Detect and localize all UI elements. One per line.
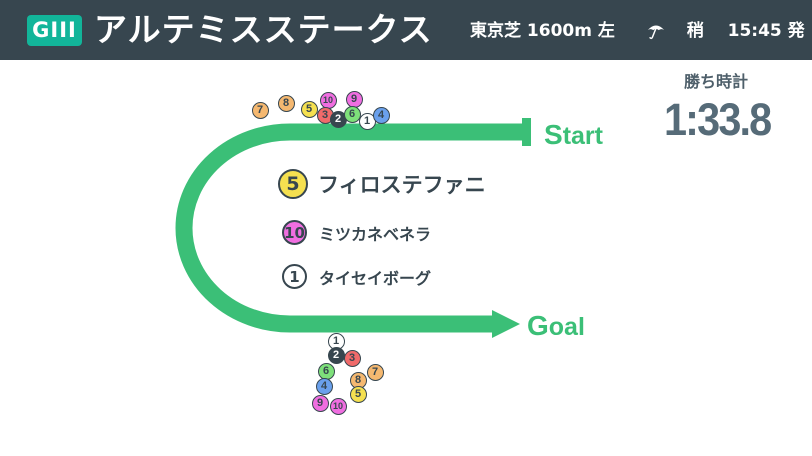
horse-marker: 7 — [251, 101, 269, 119]
horse-name: タイセイボーグ — [319, 268, 432, 288]
horse-marker: 4 — [372, 106, 390, 124]
horse-name: ミツカネベネラ — [319, 224, 432, 244]
race-title: アルテミスステークス — [94, 10, 433, 49]
result-third: 1 タイセイボーグ — [282, 264, 431, 289]
goal-arrow — [492, 310, 520, 338]
goal-label: Goal — [527, 310, 585, 341]
winning-time-label: 勝ち時計 — [684, 72, 749, 91]
result-second: 10 ミツカネベネラ — [282, 220, 431, 245]
horse-marker: 2 — [329, 110, 347, 128]
race-header: GIII アルテミスステークス 東京芝 1600m 左 稍 15:45 発 — [0, 0, 812, 60]
horse-name: フィロステファニ — [318, 173, 486, 197]
horse-marker: 6 — [343, 105, 361, 123]
horse-marker: 5 — [349, 385, 367, 403]
horse-marker: 3 — [343, 349, 361, 367]
course-info: 東京芝 1600m 左 — [470, 21, 615, 41]
horse-marker: 6 — [317, 362, 335, 380]
umbrella-icon — [647, 25, 665, 40]
horse-number-badge: 5 — [278, 169, 308, 199]
start-label: Start — [544, 119, 603, 150]
post-time: 15:45 発 — [727, 21, 805, 41]
track-condition: 稍 — [686, 21, 704, 41]
horse-marker: 9 — [345, 90, 363, 108]
horse-number-badge: 1 — [282, 264, 307, 289]
result-first: 5 フィロステファニ — [278, 169, 486, 199]
horse-marker: 9 — [311, 394, 329, 412]
horse-marker: 2 — [327, 346, 345, 364]
horse-marker: 7 — [366, 363, 384, 381]
race-info: 東京芝 1600m 左 稍 15:45 発 — [470, 18, 805, 44]
horse-marker: 4 — [315, 377, 333, 395]
horse-marker: 10 — [329, 397, 347, 415]
grade-badge: GIII — [27, 15, 82, 46]
horse-marker: 10 — [319, 91, 337, 109]
track-path — [175, 123, 526, 333]
horse-number-badge: 10 — [282, 220, 307, 245]
start-gate — [522, 118, 531, 146]
horse-marker: 8 — [277, 94, 295, 112]
winning-time-value: 1:33.8 — [664, 94, 772, 145]
horse-marker: 5 — [300, 100, 318, 118]
